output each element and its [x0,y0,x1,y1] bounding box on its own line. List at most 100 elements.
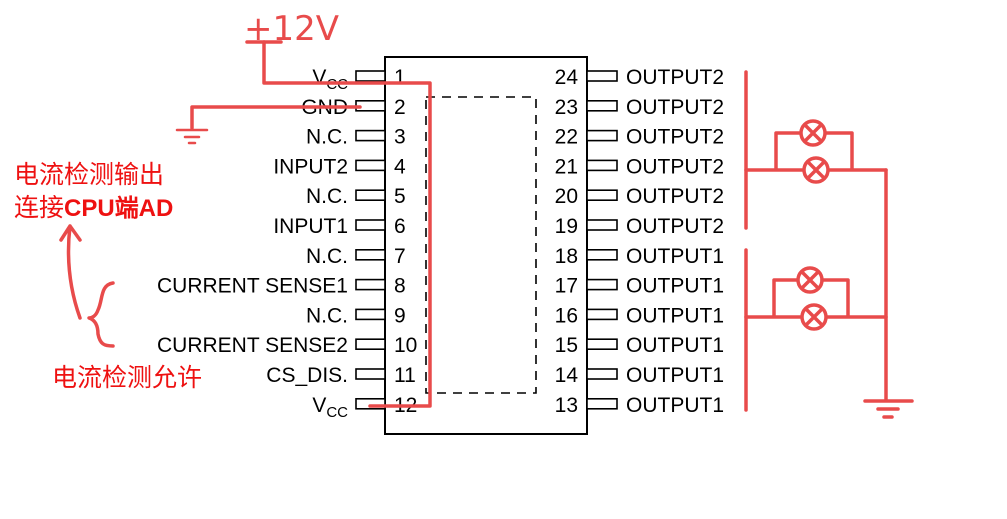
pin-number: 10 [394,334,417,357]
lamp-icon [796,266,824,294]
pin-label-main: CS_DIS. [266,364,348,387]
pin-number: 6 [394,215,406,238]
pin-number: 24 [555,66,579,89]
pin-label-main: N.C. [306,185,348,208]
pin-lead [355,189,386,201]
pin-lead [586,159,618,172]
pin-9: 9 N.C. [306,304,406,327]
pin-lead [355,368,386,380]
pin-7: 7 N.C. [306,245,406,268]
pin-20: 20 OUTPUT2 [555,185,724,208]
pin-number: 18 [555,245,578,268]
pin-label: N.C. [306,245,348,268]
pin-8: 8 CURRENT SENSE1 [157,275,406,298]
pin-label: OUTPUT2 [626,185,724,208]
pin-number: 7 [394,245,406,268]
pin-lead [355,278,386,291]
pin-number: 20 [555,185,578,208]
pin-label: CS_DIS. [266,364,348,387]
vcc-wire [262,40,432,408]
pin-5: 5 N.C. [306,185,406,208]
pin-number: 11 [394,364,416,387]
pin-11: 11 CS_DIS. [266,364,416,387]
pin-14: 14 OUTPUT1 [555,364,724,387]
ic-body [384,56,588,435]
pin-number: 23 [555,96,578,119]
curly-brace-icon [87,281,115,348]
pin-label: OUTPUT1 [626,245,724,268]
output2-lamp-circuit [744,131,888,172]
pin-lead [586,189,618,201]
pin-label: CURRENT SENSE2 [157,334,348,357]
pin-label-main: N.C. [306,126,348,149]
pin-number: 2 [394,96,406,119]
lamp-icon [800,303,828,331]
pin-number: 16 [555,304,578,327]
pin-number: 15 [555,334,578,357]
ground-symbol-right [863,399,914,419]
pin-lead [586,129,618,142]
pin-number: 21 [555,155,578,178]
pin-label: OUTPUT1 [626,364,724,387]
pin-number: 4 [394,155,406,178]
pin-16: 16 OUTPUT1 [555,304,724,327]
lamp-icon [799,119,827,147]
annotation-connect-text: 连接 [14,193,64,222]
arrow-up-icon [59,224,82,320]
pin-label-main: INPUT1 [273,215,348,238]
pin-lead [355,308,386,321]
annotation-cpu-ad-text: CPU端AD [64,195,173,222]
pin-18: 18 OUTPUT1 [555,245,724,268]
pin-label: OUTPUT2 [626,126,724,149]
pin-label: OUTPUT2 [626,96,724,119]
pin-lead [586,397,618,410]
pin-lead [586,338,618,351]
pin-lead [586,219,618,231]
pin-label: OUTPUT2 [626,215,724,238]
pin-lead [586,368,618,380]
pin-lead [355,338,386,351]
pin-lead [586,308,618,321]
pin-23: 23 OUTPUT2 [555,96,724,119]
ground-symbol-left [175,128,209,145]
pin-label-main: N.C. [306,245,348,268]
pin-label-main: CURRENT SENSE1 [157,275,348,298]
pin-label: VCC [312,66,348,93]
exposed-pad-outline [425,96,537,394]
pin-13: 13 OUTPUT1 [555,394,724,417]
pin-6: 6 INPUT1 [273,215,405,238]
pin-label: OUTPUT1 [626,304,724,327]
pin-number: 17 [555,275,578,298]
pin-number: 1 [394,66,406,89]
pin-lead [355,70,386,82]
annotation-cs-output-line2: 连接CPU端AD [14,193,173,222]
pin-label-main: CURRENT SENSE2 [157,334,348,357]
pin-label: OUTPUT1 [626,275,724,298]
pin-number: 3 [394,126,406,149]
pin-label: OUTPUT2 [626,155,724,178]
pin-number: 14 [555,364,579,387]
pin-lead [355,397,386,410]
pin-number: 5 [394,185,406,208]
pin-17: 17 OUTPUT1 [555,275,724,298]
left-pin-group: 1VCC2GND3N.C.4INPUT25N.C.6INPUT17N.C.8CU… [157,66,417,421]
pin-number: 8 [394,275,406,298]
pin-lead [355,159,386,172]
pin-lead [355,219,386,231]
output1-lamp-circuit [744,278,888,319]
pin-label-main: V [312,394,326,417]
pin-label: N.C. [306,126,348,149]
pin-label: OUTPUT1 [626,394,724,417]
pin-10: 10 CURRENT SENSE2 [157,334,417,357]
pin-number: 13 [555,394,578,417]
pin-number: 9 [394,304,406,327]
pin-label-main: N.C. [306,304,348,327]
pin-label-main: V [312,66,326,89]
pin-lead [355,129,386,142]
pin-number: 19 [555,215,578,238]
